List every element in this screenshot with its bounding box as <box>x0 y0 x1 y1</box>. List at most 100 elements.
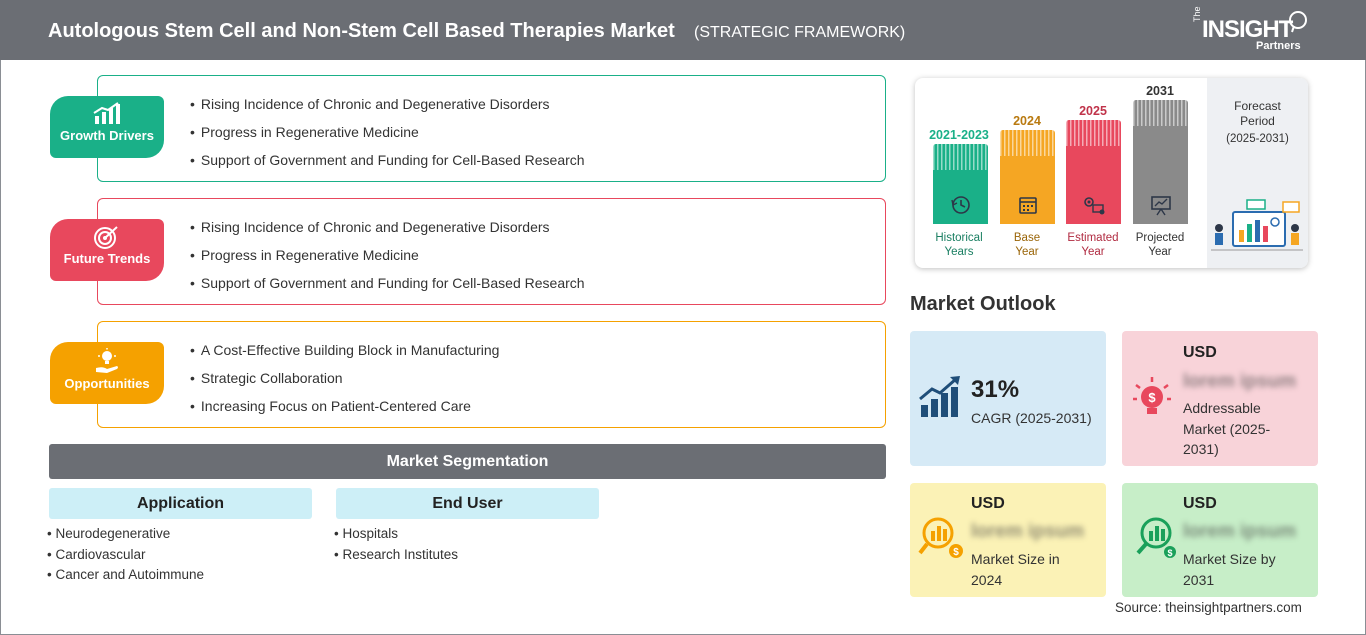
list-item: Research Institutes <box>334 547 458 568</box>
base-bar <box>1000 130 1055 224</box>
target-icon <box>94 226 118 249</box>
base-caption-line-1: Base <box>1013 232 1041 244</box>
cagr-card: 31% CAGR (2025-2031) <box>910 331 1106 466</box>
projected-caption: Projected Year <box>1120 231 1200 259</box>
future-trends-box: Rising Incidence of Chronic and Degenera… <box>97 198 886 305</box>
forecast-title-line-2: Period <box>1240 114 1275 128</box>
future-trends-list: Rising Incidence of Chronic and Degenera… <box>190 218 585 302</box>
svg-text:$: $ <box>1167 548 1172 558</box>
cagr-label: CAGR (2025-2031) <box>971 410 1092 426</box>
list-item: Strategic Collaboration <box>190 369 499 397</box>
growth-drivers-list: Rising Incidence of Chronic and Degenera… <box>190 95 585 179</box>
insight-partners-logo: The INSIGHT Partners <box>1188 6 1318 54</box>
growth-bars-icon <box>919 376 960 417</box>
page-title: Autologous Stem Cell and Non-Stem Cell B… <box>48 20 675 42</box>
size-2031-value: lorem ipsum <box>1183 521 1296 542</box>
header-bar: Autologous Stem Cell and Non-Stem Cell B… <box>0 0 1366 60</box>
estimated-year-label: 2025 <box>1079 104 1107 118</box>
size-2024-label-line-1: Market Size in <box>971 551 1060 567</box>
list-item: Rising Incidence of Chronic and Degenera… <box>190 218 585 246</box>
addressable-currency: USD <box>1183 344 1217 361</box>
list-item: Increasing Focus on Patient-Centered Car… <box>190 397 499 425</box>
list-item: Neurodegenerative <box>47 526 204 547</box>
end-user-list: Hospitals Research Institutes <box>334 526 458 567</box>
future-trends-label: Future Trends <box>63 251 151 266</box>
addressable-label-line-2: Market (2025- <box>1183 420 1271 437</box>
addressable-value: lorem ipsum <box>1183 371 1296 392</box>
projected-caption-line-1: Projected <box>1135 232 1185 244</box>
end-user-heading: End User <box>336 488 599 519</box>
estimated-caption-line-2: Year <box>1081 246 1105 258</box>
historical-caption-line-1: Historical <box>935 232 983 244</box>
opportunities-list: A Cost-Effective Building Block in Manuf… <box>190 341 500 425</box>
addressable-label: Addressable Market (2025- 2031) <box>1183 398 1270 460</box>
market-segmentation-bar: Market Segmentation <box>49 444 886 479</box>
size-2031-label-line-1: Market Size by <box>1183 551 1276 567</box>
addressable-market-card: $ USD lorem ipsum Addressable Market (20… <box>1122 331 1318 466</box>
projected-caption-line-2: Year <box>1148 246 1172 258</box>
forecast-title: Forecast Period <box>1207 99 1308 129</box>
opportunities-box: A Cost-Effective Building Block in Manuf… <box>97 321 886 428</box>
page-subtitle: (STRATEGIC FRAMEWORK) <box>694 24 906 41</box>
svg-text:$: $ <box>953 547 959 558</box>
money-magnifier-icon: $ <box>918 517 963 558</box>
history-clock-icon <box>950 196 970 214</box>
base-year-label: 2024 <box>1013 114 1041 128</box>
estimated-bar <box>1066 120 1121 224</box>
logo-insight-text: INSIGHT <box>1202 16 1293 43</box>
list-item: Progress in Regenerative Medicine <box>190 246 585 274</box>
svg-text:$: $ <box>1148 390 1156 405</box>
historical-bar <box>933 144 988 224</box>
list-item: Rising Incidence of Chronic and Degenera… <box>190 95 585 123</box>
estimated-caption-line-1: Estimated <box>1067 232 1119 244</box>
growth-drivers-badge: Growth Drivers <box>50 96 164 158</box>
market-size-2031-card: $ USD lorem ipsum Market Size by 2031 <box>1122 483 1318 597</box>
cagr-value: 31% <box>971 376 1020 403</box>
source-citation: Source: theinsightpartners.com <box>1115 600 1302 615</box>
list-item: A Cost-Effective Building Block in Manuf… <box>190 341 500 369</box>
base-caption-line-2: Year <box>1015 246 1039 258</box>
logo-the-text: The <box>1192 6 1202 22</box>
size-2024-label: Market Size in 2024 <box>971 549 1060 590</box>
estimated-caption: Estimated Year <box>1053 231 1133 259</box>
application-list: Neurodegenerative Cardiovascular Cancer … <box>47 526 204 588</box>
size-2031-label-line-2: 2031 <box>1183 571 1215 588</box>
opportunities-badge: Opportunities <box>50 342 164 404</box>
list-item: Cardiovascular <box>47 547 204 568</box>
historical-caption: Historical Years <box>919 231 999 259</box>
historical-year-label: 2021-2023 <box>929 128 989 142</box>
historical-caption-line-2: Years <box>944 246 974 258</box>
size-2024-value: lorem ipsum <box>971 521 1084 542</box>
forecast-range: (2025-2031) <box>1226 133 1289 145</box>
analytics-people-icon <box>1211 199 1303 251</box>
money-growth-magnifier-icon: $ <box>1136 517 1176 558</box>
size-2031-label: Market Size by 2031 <box>1183 549 1276 590</box>
estimate-gears-icon <box>1083 197 1104 215</box>
size-2031-currency: USD <box>1183 495 1217 512</box>
size-2024-label-line-2: 2024 <box>971 571 1003 588</box>
logo-partners-text: Partners <box>1256 40 1301 52</box>
growth-drivers-label: Growth Drivers <box>60 128 154 143</box>
logo-magnifier-icon <box>1289 11 1307 33</box>
calendar-icon <box>1018 197 1037 214</box>
growth-chart-icon <box>93 102 120 124</box>
market-size-2024-card: $ USD lorem ipsum Market Size in 2024 <box>910 483 1106 597</box>
list-item: Support of Government and Funding for Ce… <box>190 151 585 179</box>
size-2024-currency: USD <box>971 495 1005 512</box>
lightbulb-hand-icon <box>96 348 118 373</box>
application-heading: Application <box>49 488 312 519</box>
list-item: Support of Government and Funding for Ce… <box>190 274 585 302</box>
money-bulb-icon: $ <box>1133 377 1171 414</box>
forecast-title-line-1: Forecast <box>1234 99 1281 113</box>
base-caption: Base Year <box>987 231 1067 259</box>
addressable-label-line-1: Addressable <box>1183 400 1261 416</box>
opportunities-label: Opportunities <box>64 376 150 391</box>
market-outlook-title: Market Outlook <box>910 293 1056 315</box>
list-item: Cancer and Autoimmune <box>47 567 204 588</box>
timeline-panel: Forecast Period (2025-2031) 2021-2023 Hi… <box>915 78 1308 268</box>
projected-bar <box>1133 100 1188 224</box>
list-item: Hospitals <box>334 526 458 547</box>
future-trends-badge: Future Trends <box>50 219 164 281</box>
growth-drivers-box: Rising Incidence of Chronic and Degenera… <box>97 75 886 182</box>
projected-year-label: 2031 <box>1146 84 1174 98</box>
